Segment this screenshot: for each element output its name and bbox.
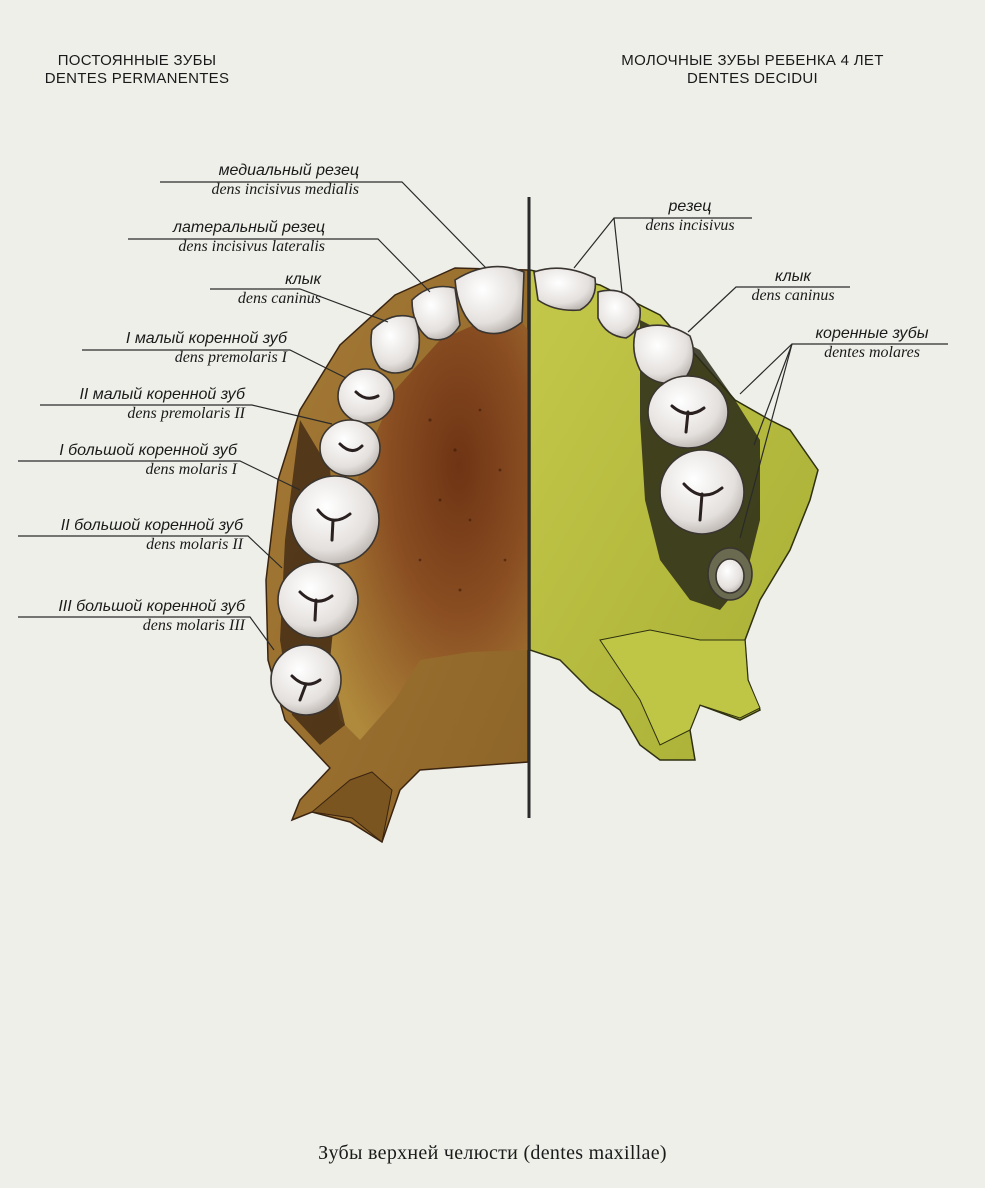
label-permanent-lateral-incisor: латеральный резец dens incisivus lateral…	[173, 219, 325, 256]
figure-caption: Зубы верхней челюсти (dentes maxillae)	[318, 1142, 667, 1164]
label-ru: коренные зубы	[815, 325, 929, 342]
header-permanent-line2: DENTES PERMANENTES	[44, 70, 230, 87]
label-deciduous-incisor: резец dens incisivus	[620, 198, 760, 235]
label-ru: клык	[285, 271, 321, 288]
label-la: dens caninus	[751, 287, 835, 304]
deciduous-molar-2	[659, 449, 745, 535]
label-permanent-premolar-2: II малый коренной зуб dens premolaris II	[79, 386, 245, 423]
label-deciduous-canine: клык dens caninus	[728, 268, 858, 305]
deciduous-incisor-lateral	[597, 289, 642, 339]
permanent-palate	[330, 318, 528, 740]
permanent-premolar-2	[319, 419, 381, 477]
label-permanent-canine: клык dens caninus	[238, 271, 321, 308]
label-la: dens caninus	[237, 290, 321, 307]
label-permanent-molar-3: III большой коренной зуб dens molaris II…	[58, 598, 245, 635]
permanent-canine	[370, 314, 421, 374]
label-la: dens molaris II	[146, 536, 243, 553]
palate-pores	[418, 408, 507, 592]
permanent-leader-lines	[18, 181, 487, 651]
label-la: dens premolaris I	[174, 349, 287, 366]
header-deciduous-line1: МОЛОЧНЫЕ ЗУБЫ РЕБЕНКА 4 ЛЕТ	[621, 52, 884, 69]
label-la: dens incisivus medialis	[211, 181, 359, 198]
label-la: dentes molares	[824, 344, 920, 361]
label-permanent-central-incisor: медиальный резец dens incisivus medialis	[211, 162, 359, 199]
label-deciduous-molars: коренные зубы dentes molares	[796, 325, 948, 362]
deciduous-incisor-central	[533, 267, 597, 312]
deciduous-molar-bud-crown	[715, 558, 745, 594]
header-deciduous-teeth: МОЛОЧНЫЕ ЗУБЫ РЕБЕНКА 4 ЛЕТ DENTES DECID…	[590, 52, 915, 88]
label-la: dens premolaris II	[127, 405, 245, 422]
permanent-teeth	[270, 265, 525, 716]
label-la: dens incisivus lateralis	[178, 238, 325, 255]
permanent-premolar-1	[337, 368, 395, 424]
label-ru: латеральный резец	[172, 219, 325, 236]
label-permanent-molar-1: I большой коренной зуб dens molaris I	[59, 442, 237, 479]
label-ru: II большой коренной зуб	[60, 517, 243, 534]
deciduous-teeth	[533, 267, 753, 601]
label-ru: I малый коренной зуб	[125, 330, 287, 347]
label-ru: резец	[668, 198, 712, 215]
label-permanent-molar-2: II большой коренной зуб dens molaris II	[61, 517, 243, 554]
label-permanent-premolar-1: I малый коренной зуб dens premolaris I	[126, 330, 287, 367]
header-deciduous-line2: DENTES DECIDUI	[687, 70, 818, 87]
permanent-fissures	[290, 390, 380, 702]
permanent-zygomatic-process	[310, 771, 393, 843]
permanent-central-incisor	[454, 265, 525, 335]
header-permanent-teeth: ПОСТОЯННЫЕ ЗУБЫ DENTES PERMANENTES	[22, 52, 252, 88]
label-ru: клык	[775, 268, 811, 285]
deciduous-palatine-process	[599, 629, 761, 746]
permanent-molar-3	[270, 644, 342, 716]
label-ru: II малый коренной зуб	[79, 386, 245, 403]
label-ru: I большой коренной зуб	[59, 442, 237, 459]
label-la: dens molaris III	[142, 617, 245, 634]
deciduous-fissures	[670, 404, 724, 522]
label-ru: III большой коренной зуб	[58, 598, 245, 615]
label-la: dens incisivus	[645, 217, 735, 234]
header-permanent-line1: ПОСТОЯННЫЕ ЗУБЫ	[57, 52, 217, 69]
deciduous-leader-lines	[573, 217, 948, 539]
label-la: dens molaris I	[145, 461, 237, 478]
label-ru: медиальный резец	[218, 162, 359, 179]
